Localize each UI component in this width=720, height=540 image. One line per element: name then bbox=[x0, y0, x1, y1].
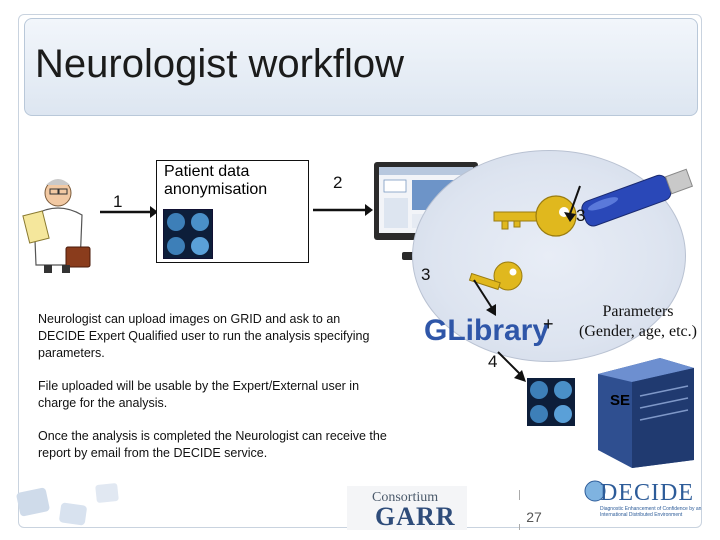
garr-logo-background bbox=[347, 486, 467, 530]
description-paragraph-1: Neurologist can upload images on GRID an… bbox=[38, 312, 370, 360]
description-paragraph-2: File uploaded will be usable by the Expe… bbox=[38, 379, 360, 410]
description-paragraph-3: Once the analysis is completed the Neuro… bbox=[38, 429, 387, 460]
decide-logo: DECIDE bbox=[600, 480, 694, 506]
usb-token-icon bbox=[581, 168, 694, 227]
step-3-key-label: 3 bbox=[576, 206, 586, 225]
brain-scan-thumbnail bbox=[163, 209, 213, 259]
parameters-line-1: Parameters bbox=[602, 303, 674, 320]
decide-head-icon bbox=[584, 480, 606, 502]
arrow-key-to-glibrary bbox=[473, 279, 496, 316]
garr-logo-text: GARR bbox=[375, 502, 456, 531]
storage-element-server bbox=[598, 358, 694, 468]
plus-sign: + bbox=[543, 314, 554, 334]
anonymisation-box: Patient data anonymisation bbox=[156, 160, 309, 263]
arrow-step-2 bbox=[313, 204, 373, 216]
arrow-step-4 bbox=[497, 351, 526, 382]
parameters-text: Parameters (Gender, age, etc.) bbox=[563, 302, 713, 342]
step-1-label: 1 bbox=[113, 192, 123, 211]
brain-scans-uploaded bbox=[527, 378, 575, 426]
small-key-icon bbox=[468, 261, 523, 291]
arrow-step-1 bbox=[100, 206, 158, 218]
slide-title: Neurologist workflow bbox=[35, 42, 405, 86]
decide-logo-subtitle: Diagnostic Enhancement of Confidence by … bbox=[600, 506, 702, 518]
anonymisation-label: Patient data anonymisation bbox=[164, 163, 268, 198]
step-3-center-label: 3 bbox=[421, 265, 431, 284]
parameters-line-2: (Gender, age, etc.) bbox=[579, 323, 697, 340]
glibrary-logo: GLibrary bbox=[424, 314, 550, 347]
title-bar bbox=[24, 18, 698, 116]
neurologist-doctor-icon bbox=[22, 179, 91, 273]
decorative-cubes-graphic bbox=[16, 483, 119, 526]
step-4-label: 4 bbox=[488, 352, 498, 371]
consortium-logo-text: Consortium bbox=[372, 490, 439, 505]
step-2-label: 2 bbox=[333, 173, 343, 192]
page-number: 27 bbox=[519, 500, 549, 525]
se-label: SE bbox=[610, 392, 631, 409]
arrow-usb-to-key bbox=[564, 185, 581, 222]
